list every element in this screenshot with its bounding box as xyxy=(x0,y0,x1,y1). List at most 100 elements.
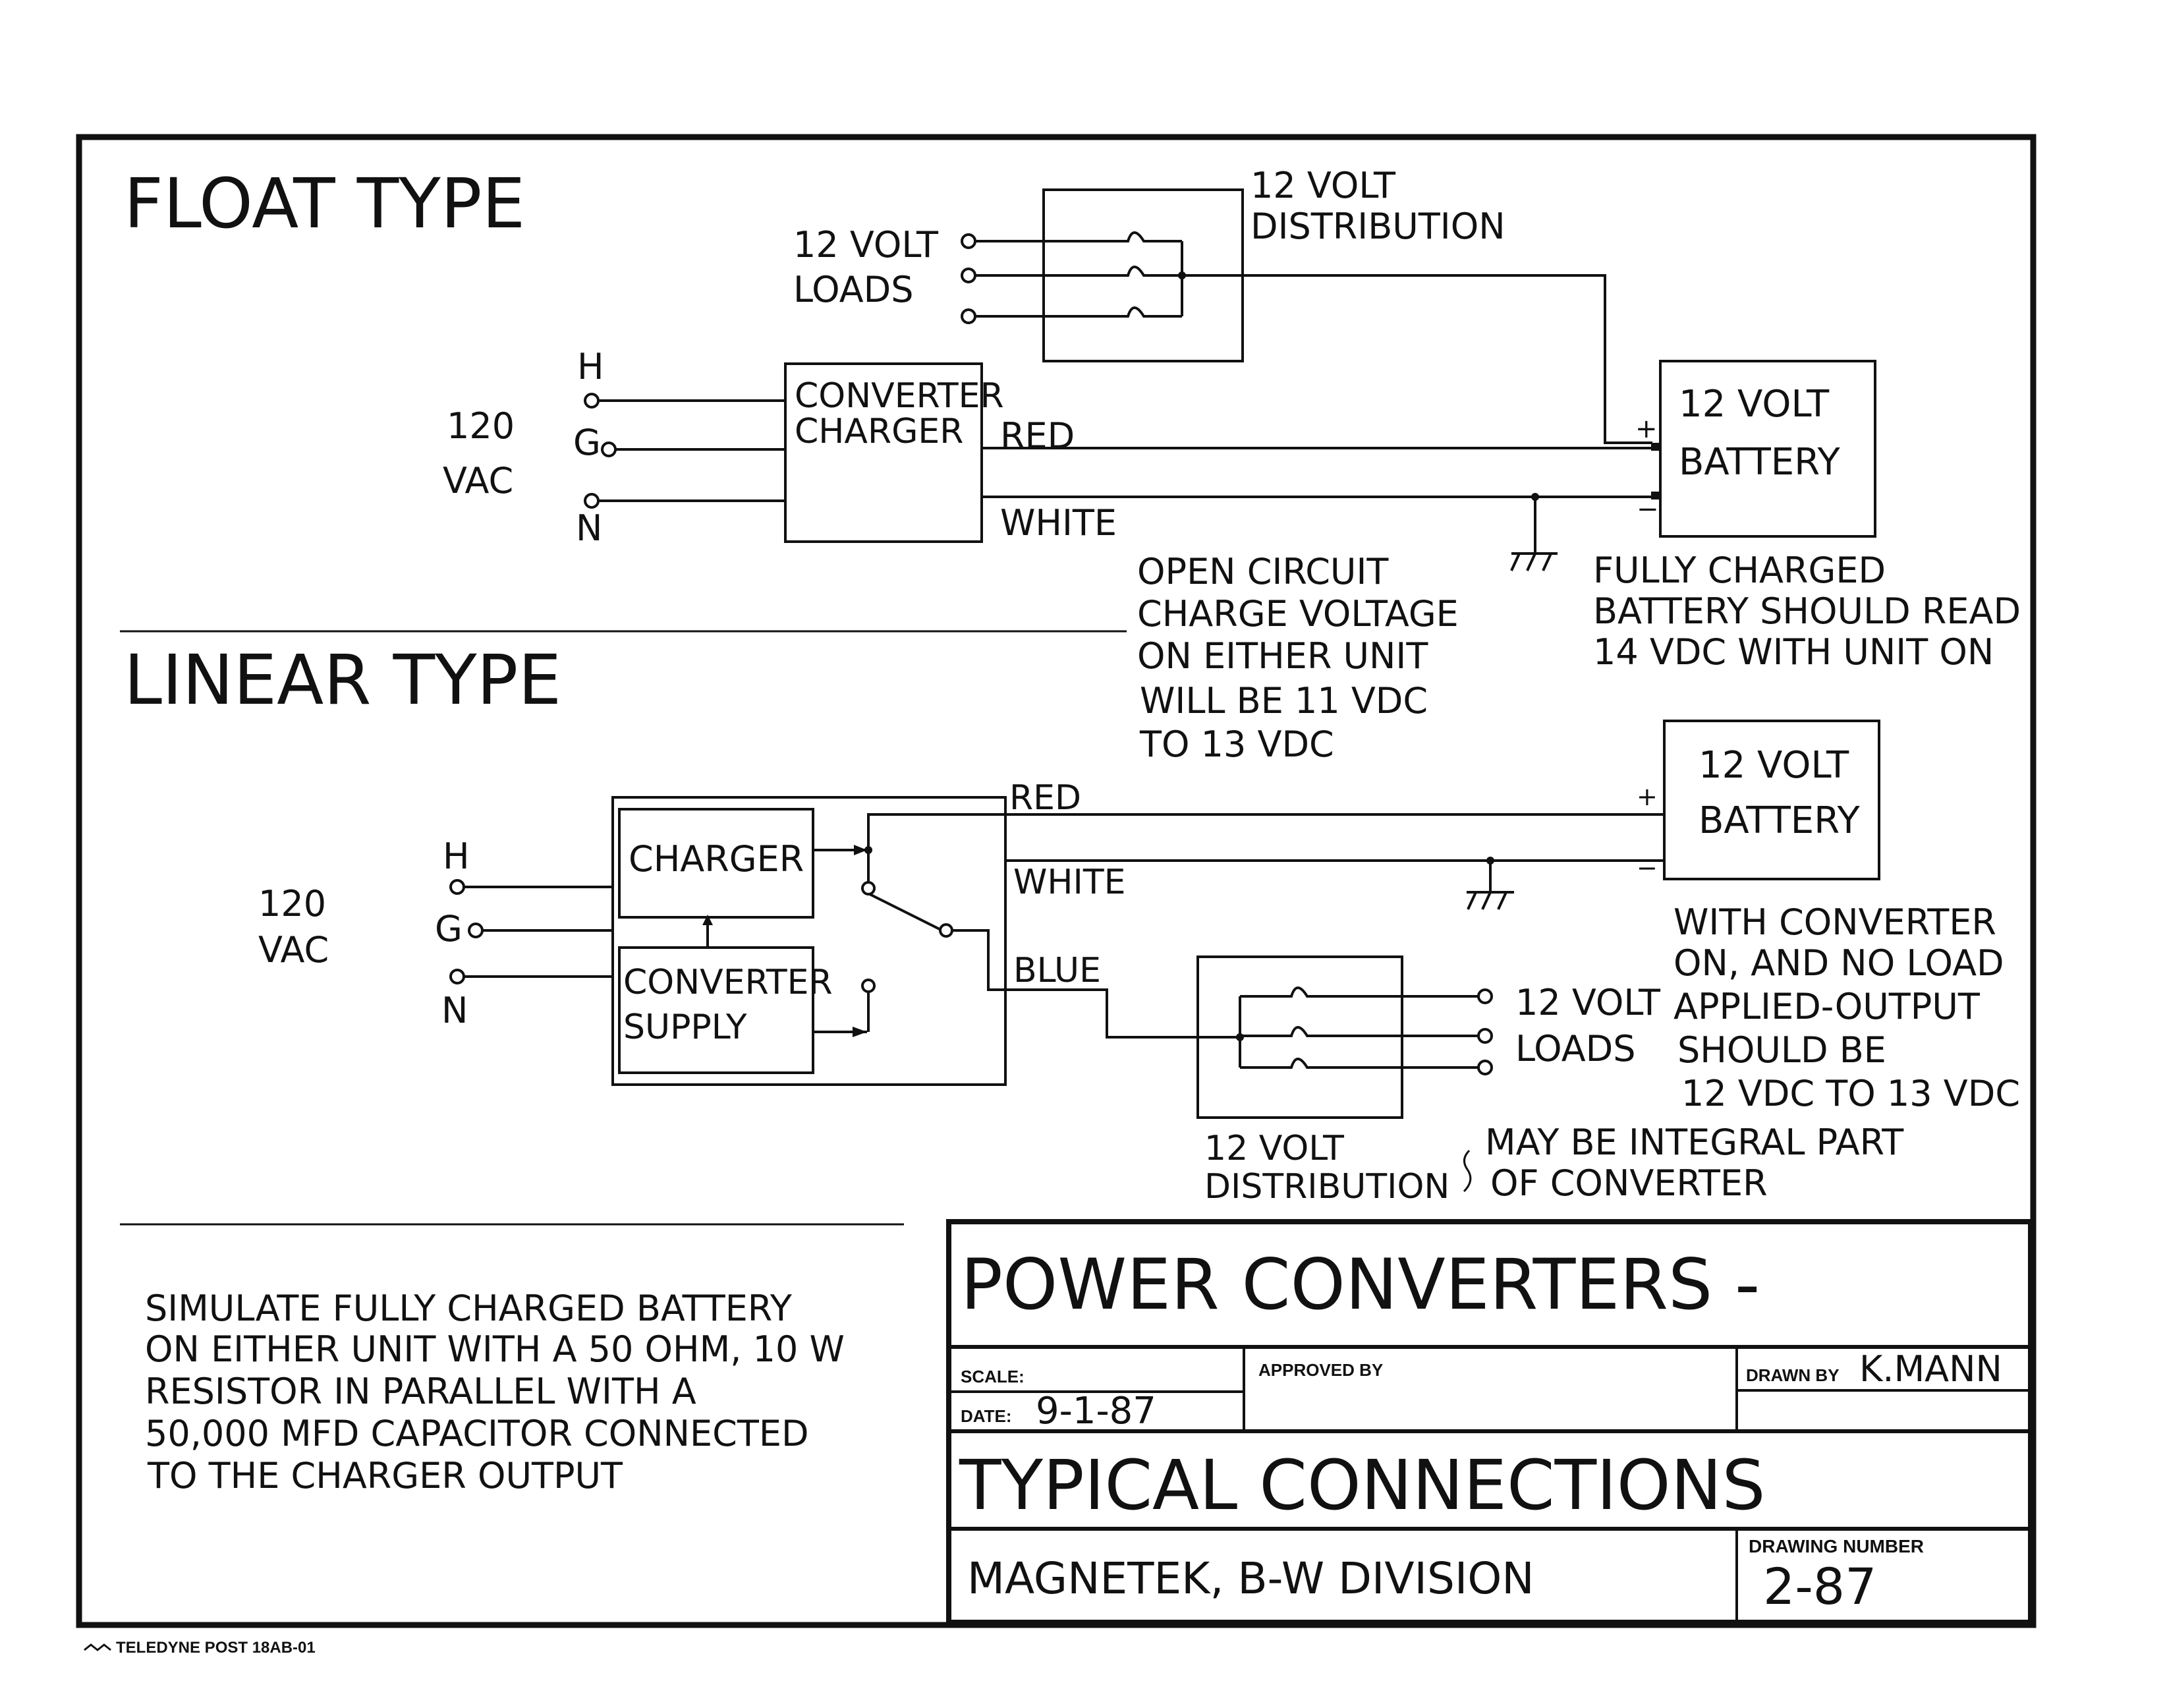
title-block-frame xyxy=(946,1219,2033,1625)
battery-plus-terminal-icon xyxy=(1651,443,1659,451)
note-line: ON, AND NO LOAD xyxy=(1673,942,2004,984)
teledyne-logo-icon xyxy=(84,1643,111,1651)
linear-supply-label-2: SUPPLY xyxy=(623,1008,747,1047)
float-battery-box xyxy=(1659,360,1876,538)
note-line: 12 VDC TO 13 VDC xyxy=(1681,1073,2020,1114)
junction-dot-icon xyxy=(1486,857,1494,865)
load-terminal-icon xyxy=(961,308,976,324)
drawn-by-value: K.MANN xyxy=(1859,1348,2002,1390)
float-ac-h: H xyxy=(577,346,604,387)
float-distribution-label-2: DISTRIBUTION xyxy=(1251,206,1505,247)
linear-loads-label-2: LOADS xyxy=(1515,1028,1636,1069)
float-ac-g: G xyxy=(573,422,601,463)
note-line: MAY BE INTEGRAL PART xyxy=(1485,1122,1904,1163)
linear-supply-label-1: CONVERTER xyxy=(623,963,833,1002)
battery-minus-terminal-icon xyxy=(1651,492,1659,499)
note-line: ON EITHER UNIT xyxy=(1137,635,1428,677)
linear-battery-minus: − xyxy=(1637,853,1658,882)
note-line: OF CONVERTER xyxy=(1490,1162,1768,1204)
float-converter-label-1: CONVERTER xyxy=(795,376,1004,416)
drawing-number: 2-87 xyxy=(1763,1557,1876,1616)
float-battery-minus: − xyxy=(1637,494,1659,525)
junction-dot-icon xyxy=(1236,1033,1244,1041)
linear-internal-wiring xyxy=(706,849,1028,1033)
junction-dot-icon xyxy=(1531,493,1539,501)
note-line: TO 13 VDC xyxy=(1139,724,1334,765)
load-terminal-icon xyxy=(1477,988,1493,1004)
ac-terminal-icon xyxy=(584,493,600,509)
float-output-wires xyxy=(982,447,1659,554)
linear-charger-box xyxy=(618,808,814,919)
linear-vac-2: VAC xyxy=(258,929,329,971)
arrow-up-icon xyxy=(702,915,713,925)
note-line: WILL BE 11 VDC xyxy=(1140,680,1428,722)
load-terminal-icon xyxy=(1477,1028,1493,1044)
float-vac-1: 120 xyxy=(447,405,515,447)
float-wire-white: WHITE xyxy=(1000,502,1117,544)
float-type-title: FLOAT TYPE xyxy=(124,163,525,244)
ac-terminal-icon xyxy=(468,923,484,938)
linear-loads-label-1: 12 VOLT xyxy=(1515,982,1661,1023)
linear-charger-label: CHARGER xyxy=(629,838,804,880)
switch-contact-icon xyxy=(861,979,876,993)
ac-terminal-icon xyxy=(584,393,600,409)
switch-contact-icon xyxy=(861,881,876,896)
linear-ac-h: H xyxy=(443,836,470,877)
linear-battery-label-2: BATTERY xyxy=(1699,799,1861,842)
linear-wire-white: WHITE xyxy=(1013,863,1125,902)
float-ac-n: N xyxy=(576,507,602,549)
drawing-number-label: DRAWING NUMBER xyxy=(1749,1536,1924,1556)
linear-battery-wires xyxy=(867,813,1663,892)
linear-distribution-label-2: DISTRIBUTION xyxy=(1204,1167,1449,1207)
ac-terminal-icon xyxy=(601,441,617,457)
float-type-section: FLOAT TYPE 12 VOLT DISTRIBUTION 12 VOLT … xyxy=(124,163,2021,765)
linear-type-title: LINEAR TYPE xyxy=(124,640,561,720)
float-loads-label-1: 12 VOLT xyxy=(793,224,939,266)
integral-part-note: MAY BE INTEGRAL PART OF CONVERTER xyxy=(1485,1122,1904,1204)
note-line: 50,000 MFD CAPACITOR CONNECTED xyxy=(145,1413,809,1454)
linear-battery-plus: + xyxy=(1637,782,1658,811)
title-block xyxy=(946,1219,2033,1625)
load-terminal-icon xyxy=(961,268,976,283)
switch-contact-icon xyxy=(939,923,953,938)
note-line: FULLY CHARGED xyxy=(1593,550,1886,591)
float-converter-charger-box xyxy=(784,362,983,543)
drawing-title: POWER CONVERTERS - xyxy=(961,1244,1760,1325)
float-wire-red: RED xyxy=(1000,415,1075,457)
date-label: DATE: xyxy=(961,1406,1012,1426)
linear-ac-g: G xyxy=(435,908,463,950)
linear-type-section: LINEAR TYPE H G N 120 VAC CHARGER CONVER… xyxy=(124,640,2020,1207)
arrow-right-icon xyxy=(854,845,867,855)
note-line: RESISTOR IN PARALLEL WITH A xyxy=(145,1371,696,1412)
note-line: 14 VDC WITH UNIT ON xyxy=(1593,631,1994,673)
float-distribution-label-1: 12 VOLT xyxy=(1251,165,1396,206)
company-name: MAGNETEK, B-W DIVISION xyxy=(967,1553,1534,1604)
linear-blue-wire xyxy=(1028,988,1240,1039)
footer-stamp: TELEDYNE POST 18AB-01 xyxy=(116,1639,316,1657)
load-terminal-icon xyxy=(961,233,976,249)
load-terminal-icon xyxy=(1477,1060,1493,1075)
linear-converter-enclosure xyxy=(611,796,1007,1086)
note-line: WITH CONVERTER xyxy=(1673,901,1996,943)
junction-dot-icon xyxy=(1178,271,1186,279)
linear-converter-supply-box xyxy=(618,946,814,1074)
float-battery-label-2: BATTERY xyxy=(1679,441,1841,484)
float-fuse-lines xyxy=(975,231,1652,444)
scale-label: SCALE: xyxy=(961,1367,1025,1386)
ac-terminal-icon xyxy=(449,879,465,895)
simulate-battery-note: SIMULATE FULLY CHARGED BATTERY ON EITHER… xyxy=(145,1288,845,1496)
float-battery-label-1: 12 VOLT xyxy=(1679,383,1830,426)
note-line: SHOULD BE xyxy=(1677,1029,1886,1071)
ac-terminal-icon xyxy=(449,969,465,984)
float-ac-wires xyxy=(598,399,785,502)
linear-vac-1: 120 xyxy=(258,883,326,925)
linear-ground-icon xyxy=(1467,891,1514,910)
linear-switch-contacts xyxy=(861,881,953,993)
linear-distribution-label-1: 12 VOLT xyxy=(1204,1129,1344,1168)
float-converter-label-2: CHARGER xyxy=(795,412,963,451)
note-line: TO THE CHARGER OUTPUT xyxy=(147,1455,623,1496)
arrow-right-icon xyxy=(853,1027,867,1037)
linear-load-terminals xyxy=(1477,988,1493,1075)
float-loads-label-2: LOADS xyxy=(793,269,914,310)
